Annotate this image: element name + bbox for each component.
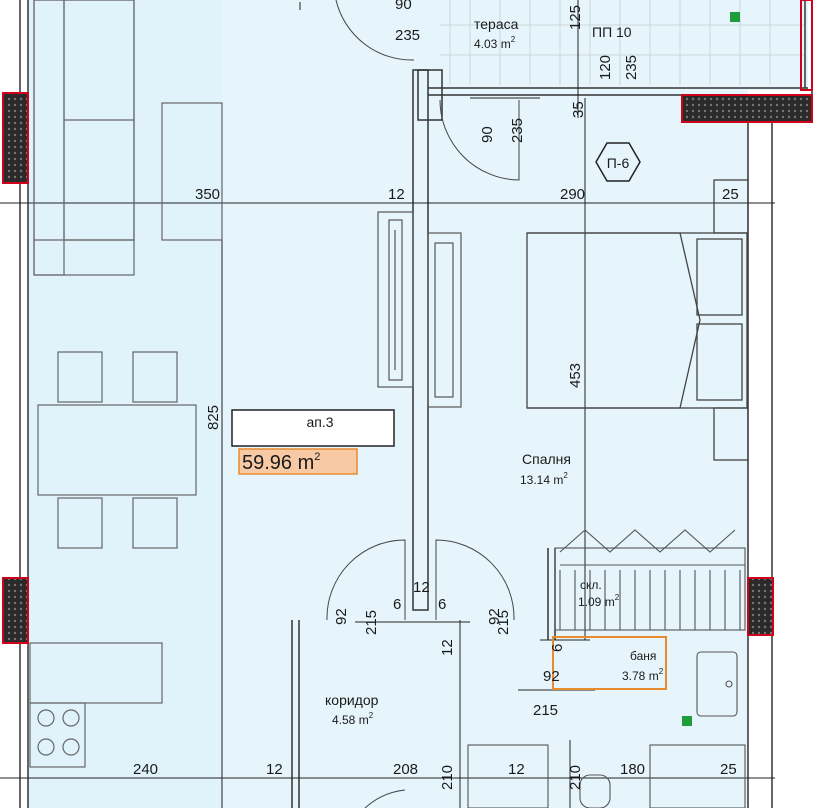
tag-pp10: ПП 10 (592, 24, 632, 40)
dim-453: 453 (567, 363, 584, 388)
dimension-texts: 90 235 125 120 235 35 90 235 350 12 290 … (133, 0, 739, 790)
sofa (33, 0, 135, 276)
bedroom-name: Спалня (522, 451, 571, 467)
apartment-area: 59.96 m2 (242, 451, 320, 474)
kitchen-counter (29, 642, 163, 768)
coffee-table (161, 102, 223, 241)
wardrobe-right (427, 232, 462, 408)
dim-825: 825 (205, 405, 222, 430)
dim-235-mid: 235 (509, 118, 526, 143)
apartment-label: ап.3 59.96 m2 (231, 409, 395, 475)
corridor-area: 4.58 m2 (332, 711, 374, 727)
terrace-name: тераса (474, 16, 519, 32)
dim-6-b: 6 (438, 596, 446, 613)
dim-215-a: 215 (363, 610, 380, 635)
dim-90-mid: 90 (479, 126, 496, 143)
dim-35: 35 (570, 101, 587, 118)
dim-25-b: 25 (720, 761, 737, 778)
wardrobe-left (377, 211, 414, 388)
floor-fill (28, 0, 808, 808)
closet-name: скл. (580, 578, 602, 592)
bathroom-area: 3.78 m2 (622, 667, 664, 683)
corridor-name: коридор (325, 692, 379, 708)
structural-columns (2, 0, 813, 644)
dim-208: 208 (393, 761, 418, 778)
dim-215-c: 215 (533, 702, 558, 719)
apartment-name: ап.3 (306, 414, 333, 430)
dim-235-top: 235 (395, 27, 420, 44)
dimension-lines (0, 0, 775, 808)
dim-12-b: 12 (413, 579, 430, 596)
dim-6-a: 6 (393, 596, 401, 613)
dim-6-c: 6 (549, 644, 566, 652)
dim-12-d: 12 (266, 761, 283, 778)
terrace-area: 4.03 m2 (474, 35, 516, 51)
dim-125: 125 (567, 5, 584, 30)
tag-p6-label: П-6 (607, 155, 630, 171)
dim-210-a: 210 (439, 765, 456, 790)
dim-90-top: 90 (395, 0, 412, 13)
dim-240: 240 (133, 761, 158, 778)
bathroom-fixtures (467, 12, 746, 808)
dim-350: 350 (195, 186, 220, 203)
dim-215-b: 215 (495, 610, 512, 635)
bed (526, 179, 749, 461)
bathroom-highlight (552, 636, 667, 690)
dim-92-c: 92 (543, 668, 560, 685)
terrace-tiles (440, 0, 805, 85)
closet-area: 1.09 m2 (578, 593, 620, 609)
bedroom-area: 13.14 m2 (520, 471, 568, 487)
dim-180: 180 (620, 761, 645, 778)
dim-92-a: 92 (333, 608, 350, 625)
bathroom-name: баня (630, 649, 656, 663)
dim-12-c: 12 (439, 639, 456, 656)
door-swings (326, 0, 520, 808)
dim-290: 290 (560, 186, 585, 203)
dim-92-b: 92 (486, 608, 503, 625)
closet-shelving (554, 529, 746, 631)
dim-25-a: 25 (722, 186, 739, 203)
dim-210-b: 210 (567, 765, 584, 790)
dim-12-e: 12 (508, 761, 525, 778)
section-tag-p6: П-6 (595, 142, 641, 182)
dim-120: 120 (597, 55, 614, 80)
room-labels: тераса 4.03 m2 Спалня 13.14 m2 скл. 1.09… (325, 16, 664, 727)
dim-12-a: 12 (388, 186, 405, 203)
dim-235-right: 235 (623, 55, 640, 80)
dining-set (37, 351, 197, 549)
